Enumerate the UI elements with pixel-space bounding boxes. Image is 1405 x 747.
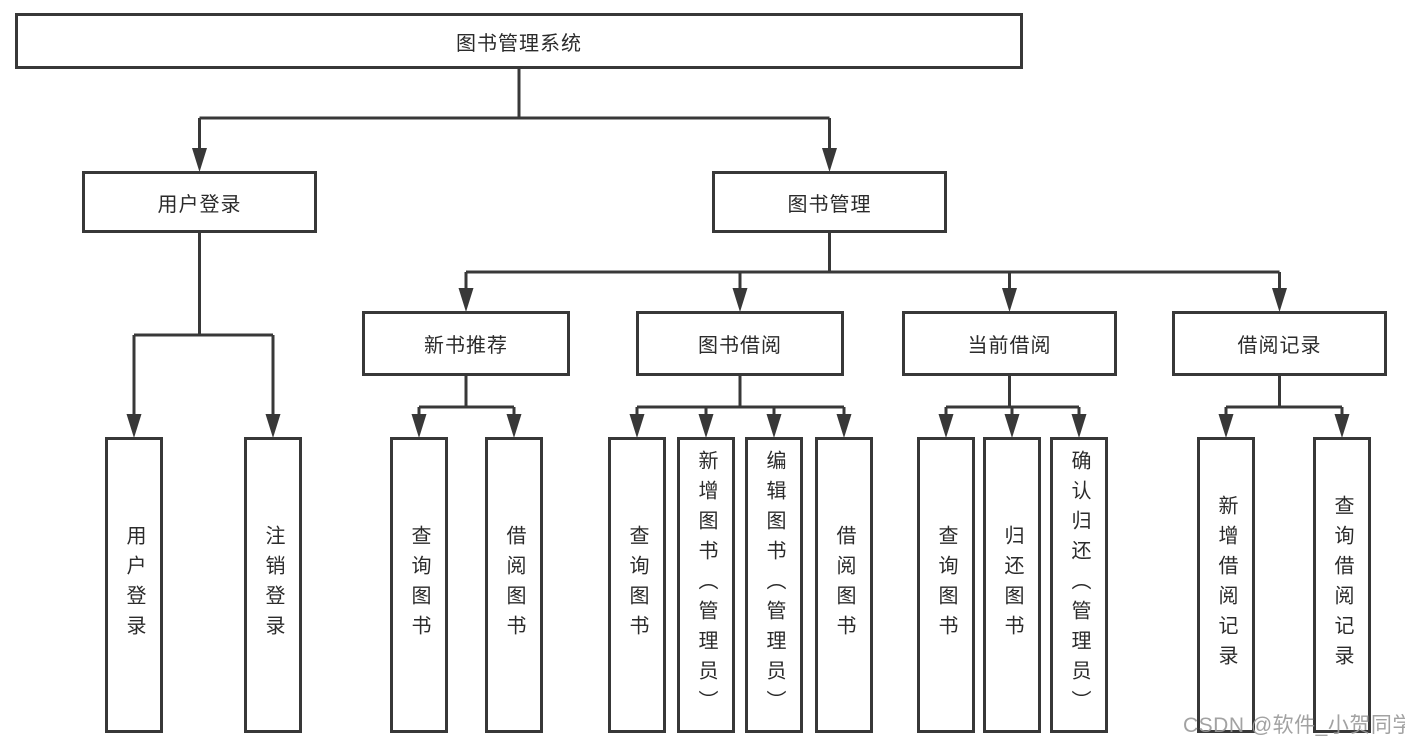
node-label: 当前借阅: [967, 335, 1052, 357]
leaf-add-borrow-record: 新增借阅记录: [1197, 437, 1255, 733]
leaf-label: 借阅图书: [833, 525, 855, 645]
node-label: 用户登录: [157, 193, 242, 216]
leaf-logout-login: 注销登录: [244, 437, 302, 733]
node-book-management: 图书管理: [712, 171, 947, 233]
node-current-borrowing: 当前借阅: [902, 311, 1117, 376]
node-label: 图书借阅: [698, 335, 782, 357]
leaf-label: 查询图书: [935, 525, 957, 645]
leaf-edit-book-admin: 编辑图书（管理员）: [745, 437, 803, 733]
leaf-label: 注销登录: [262, 525, 284, 645]
leaf-query-books-recommend: 查询图书: [390, 437, 448, 733]
leaf-label: 查询借阅记录: [1331, 495, 1353, 675]
node-borrowing-records: 借阅记录: [1172, 311, 1387, 376]
node-label: 图书管理: [787, 193, 872, 216]
leaf-confirm-return-admin: 确认归还（管理员）: [1050, 437, 1108, 733]
leaf-label: 确认归还（管理员）: [1068, 450, 1090, 720]
node-new-book-recommendation: 新书推荐: [362, 311, 570, 376]
leaf-query-books-borrow: 查询图书: [608, 437, 666, 733]
leaf-user-login: 用户登录: [105, 437, 163, 733]
leaf-label: 借阅图书: [503, 525, 525, 645]
connector-paths: [132, 69, 1344, 420]
node-label: 新书推荐: [424, 335, 508, 357]
leaf-label: 归还图书: [1001, 525, 1023, 645]
arrowheads: [126, 148, 1350, 438]
node-book-borrowing: 图书借阅: [636, 311, 844, 376]
leaf-label: 查询图书: [626, 525, 648, 645]
leaf-borrow-books-recommend: 借阅图书: [485, 437, 543, 733]
leaf-query-borrow-record: 查询借阅记录: [1313, 437, 1371, 733]
leaf-borrow-books-borrow: 借阅图书: [815, 437, 873, 733]
leaf-return-books: 归还图书: [983, 437, 1041, 733]
leaf-add-book-admin: 新增图书（管理员）: [677, 437, 735, 733]
leaf-label: 新增图书（管理员）: [695, 450, 717, 720]
leaf-query-books-current: 查询图书: [917, 437, 975, 733]
csdn-watermark: CSDN @软件_小贺同学: [1183, 714, 1405, 737]
leaf-label: 用户登录: [123, 525, 145, 645]
node-label: 借阅记录: [1237, 335, 1322, 357]
leaf-label: 新增借阅记录: [1215, 495, 1237, 675]
node-library-system: 图书管理系统: [15, 13, 1023, 69]
node-label: 图书管理系统: [456, 32, 582, 55]
leaf-label: 编辑图书（管理员）: [763, 450, 785, 720]
node-user-login: 用户登录: [82, 171, 317, 233]
leaf-label: 查询图书: [408, 525, 430, 645]
